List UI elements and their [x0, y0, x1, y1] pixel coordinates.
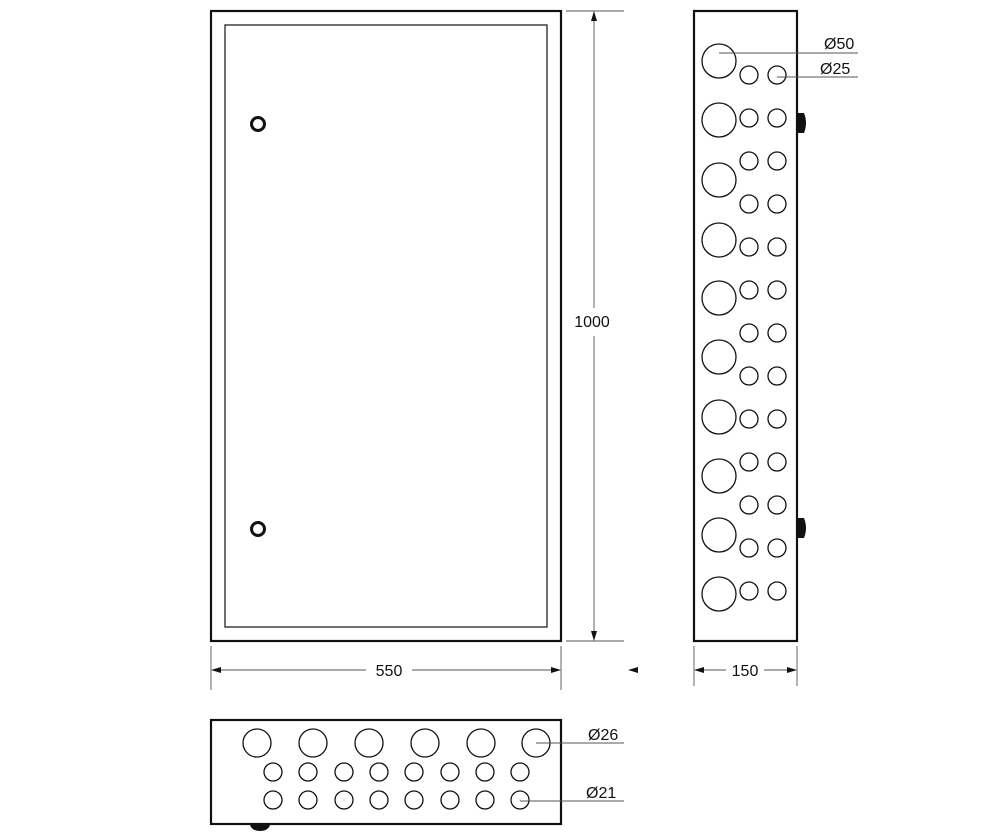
depth-arrow-right [787, 667, 797, 673]
bottom-hole-small [263, 762, 283, 782]
bottom-hole-small [404, 790, 424, 810]
side-hole-small [739, 323, 759, 343]
height-label: 1000 [574, 314, 610, 331]
callout-label-large-side: Ø50 [824, 36, 854, 53]
side-hole-large [701, 280, 737, 316]
side-hole-small [739, 280, 759, 300]
side-hole-large [701, 339, 737, 375]
bottom-hole-small [263, 790, 283, 810]
side-hinge-bottom [798, 518, 806, 538]
side-hole-small [767, 581, 787, 601]
bottom-hole-small [404, 762, 424, 782]
side-hole-small [767, 280, 787, 300]
bottom-hole-large [354, 728, 384, 758]
side-hole-large [701, 399, 737, 435]
side-hole-small [739, 108, 759, 128]
stray-arrow-mark [628, 667, 638, 673]
bottom-hole-large [410, 728, 440, 758]
side-hole-large [701, 576, 737, 612]
side-hole-small [739, 366, 759, 386]
side-hole-small [767, 151, 787, 171]
bottom-outer-frame [209, 718, 563, 826]
side-hole-small [739, 194, 759, 214]
bottom-hole-large [466, 728, 496, 758]
side-hole-small [739, 495, 759, 515]
callout-label-large-bottom: Ø26 [588, 727, 618, 744]
callout-label-small-side: Ø25 [820, 61, 850, 78]
bottom-hole-small [298, 762, 318, 782]
side-hole-small [739, 538, 759, 558]
side-hole-small [767, 194, 787, 214]
bottom-hole-small [440, 762, 460, 782]
side-hole-small [767, 538, 787, 558]
door-hinge-bottom [250, 521, 266, 537]
depth-dimension: 150 [693, 646, 798, 686]
bottom-hole-small [369, 762, 389, 782]
height-arrow-top [591, 11, 597, 21]
side-hole-large [701, 162, 737, 198]
bottom-hole-pattern [242, 728, 551, 810]
side-hole-large [701, 517, 737, 553]
bottom-hole-small [334, 762, 354, 782]
front-outer-frame [209, 9, 563, 643]
bottom-foot [250, 825, 270, 831]
bottom-hole-large [242, 728, 272, 758]
side-callouts: Ø50 Ø25 [719, 36, 858, 78]
height-arrow-bottom [591, 631, 597, 641]
side-hole-large [701, 458, 737, 494]
bottom-hole-small [440, 790, 460, 810]
side-hole-small [739, 409, 759, 429]
side-hole-small [767, 237, 787, 257]
side-hole-small [767, 495, 787, 515]
bottom-hole-small [475, 790, 495, 810]
width-arrow-left [211, 667, 221, 673]
bottom-hole-small [510, 790, 530, 810]
side-hole-small [767, 409, 787, 429]
bottom-hole-large [298, 728, 328, 758]
door-hinge-top [250, 116, 266, 132]
bottom-view [209, 718, 563, 831]
side-hole-pattern [701, 43, 787, 612]
bottom-hole-small [369, 790, 389, 810]
height-dimension: 1000 [566, 10, 624, 642]
side-hole-small [767, 452, 787, 472]
side-hole-small [767, 65, 787, 85]
width-arrow-right [551, 667, 561, 673]
side-hole-small [739, 452, 759, 472]
width-dimension: 550 [210, 646, 562, 690]
depth-arrow-left [694, 667, 704, 673]
bottom-hole-small [510, 762, 530, 782]
callout-label-small-bottom: Ø21 [586, 785, 616, 802]
side-hole-small [739, 581, 759, 601]
front-view [209, 9, 563, 643]
side-hole-large [701, 222, 737, 258]
side-hole-small [739, 237, 759, 257]
side-hole-small [739, 151, 759, 171]
side-hole-small [767, 366, 787, 386]
depth-label: 150 [732, 663, 759, 680]
side-hole-small [767, 323, 787, 343]
width-label: 550 [376, 663, 403, 680]
bottom-hole-small [475, 762, 495, 782]
front-door-panel [224, 24, 548, 628]
bottom-hole-small [298, 790, 318, 810]
side-hole-small [767, 108, 787, 128]
side-hole-small [739, 65, 759, 85]
side-hole-large [701, 102, 737, 138]
bottom-hole-small [334, 790, 354, 810]
side-view [692, 9, 806, 643]
side-hinge-top [798, 113, 806, 133]
side-hole-large [701, 43, 737, 79]
side-outer-frame [692, 9, 799, 643]
bottom-callouts: Ø26 Ø21 [520, 727, 624, 802]
